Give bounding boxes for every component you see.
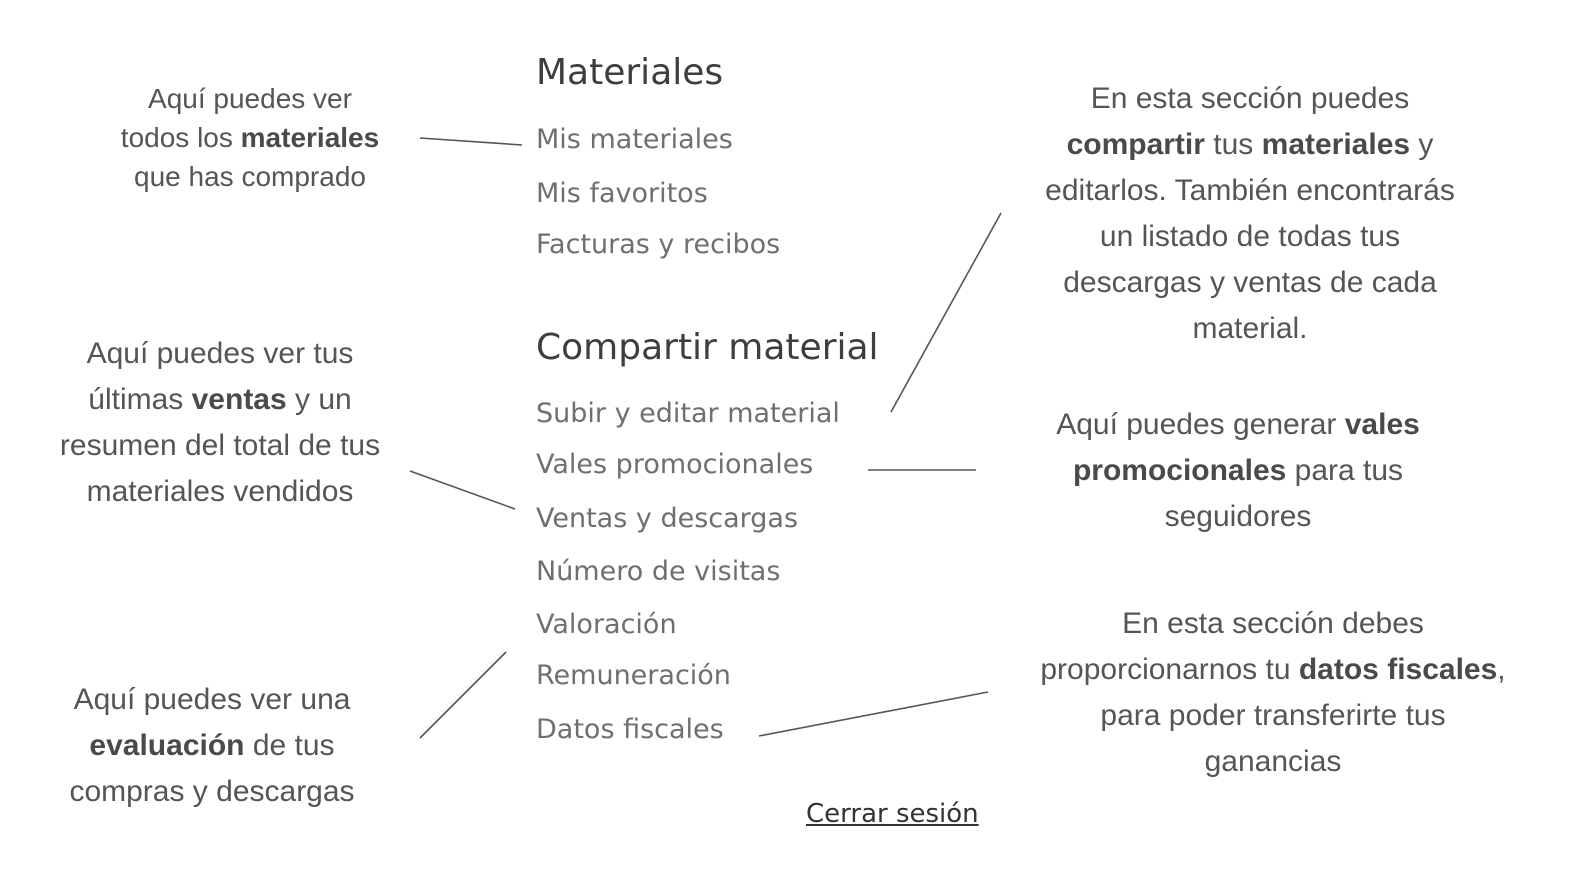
note-line: compras y descargas — [69, 775, 355, 808]
section-heading-compartir: Compartir material — [536, 327, 879, 368]
note-text: todos los — [120, 122, 241, 153]
note-materiales: Aquí puedes ver todos los materiales que… — [60, 79, 440, 196]
note-bold: promocionales — [1072, 454, 1287, 487]
note-text: y — [1410, 128, 1434, 161]
note-bold: materiales — [1261, 128, 1411, 161]
connector-subir-editar — [890, 212, 1002, 413]
note-line: materiales vendidos — [86, 475, 354, 508]
note-text: proporcionarnos tu — [1040, 653, 1299, 686]
note-bold: ventas — [191, 383, 287, 416]
note-line: proporcionarnos tu datos fiscales, — [1000, 647, 1546, 693]
menu-item-remuneracion[interactable]: Remuneración — [536, 660, 731, 691]
note-bold: evaluación — [89, 729, 245, 762]
note-text: de tus — [244, 729, 335, 762]
note-line: ganancias — [1204, 745, 1342, 778]
connector-mis-materiales — [419, 137, 523, 146]
note-text: y un — [286, 383, 352, 416]
note-text: últimas — [88, 383, 192, 416]
note-line: todos los materiales — [60, 118, 440, 157]
note-text: , — [1497, 653, 1506, 686]
note-text: tus — [1204, 128, 1262, 161]
menu-item-ventas-descargas[interactable]: Ventas y descargas — [536, 503, 799, 534]
note-compartir: En esta sección puedes compartir tus mat… — [1000, 76, 1500, 352]
note-line: Aquí puedes generar vales — [1010, 402, 1466, 448]
note-valoracion: Aquí puedes ver una evaluación de tus co… — [20, 677, 404, 815]
note-bold: materiales — [240, 122, 380, 153]
note-line: evaluación de tus — [20, 723, 404, 769]
note-bold: vales — [1344, 408, 1420, 441]
note-line: material. — [1192, 312, 1308, 345]
section-heading-materiales: Materiales — [536, 52, 724, 93]
note-line: descargas y ventas de cada — [1063, 266, 1437, 299]
menu-item-datos-fiscales[interactable]: Datos fiscales — [536, 714, 724, 745]
menu-item-subir-editar[interactable]: Subir y editar material — [536, 398, 840, 429]
note-line: para poder transferirte tus — [1100, 699, 1446, 732]
note-line: promocionales para tus — [1010, 448, 1466, 494]
connector-valoracion — [419, 651, 507, 739]
note-fiscales: En esta sección debes proporcionarnos tu… — [1000, 601, 1546, 785]
note-line: que has comprado — [134, 161, 366, 192]
connector-ventas — [409, 470, 516, 510]
menu-item-valoracion[interactable]: Valoración — [536, 609, 677, 640]
note-line: compartir tus materiales y — [1000, 122, 1500, 168]
note-line: seguidores — [1164, 500, 1312, 533]
note-text: para tus — [1286, 454, 1404, 487]
menu-item-mis-favoritos[interactable]: Mis favoritos — [536, 178, 708, 209]
note-line: Aquí puedes ver tus — [86, 337, 354, 370]
note-text: Aquí puedes generar — [1056, 408, 1345, 441]
menu-item-facturas-recibos[interactable]: Facturas y recibos — [536, 229, 781, 260]
logout-link[interactable]: Cerrar sesión — [806, 799, 979, 829]
note-line: últimas ventas y un — [20, 377, 420, 423]
note-vales: Aquí puedes generar vales promocionales … — [1010, 402, 1466, 540]
note-bold: datos fiscales — [1298, 653, 1498, 686]
note-line: resumen del total de tus — [59, 429, 381, 462]
note-line: En esta sección debes — [1122, 607, 1424, 640]
note-line: En esta sección puedes — [1090, 82, 1410, 115]
note-ventas: Aquí puedes ver tus últimas ventas y un … — [20, 331, 420, 515]
menu-item-numero-visitas[interactable]: Número de visitas — [536, 556, 781, 587]
note-bold: compartir — [1066, 128, 1205, 161]
connector-fiscales — [758, 691, 989, 737]
note-line: Aquí puedes ver una — [73, 683, 351, 716]
menu-item-vales-promocionales[interactable]: Vales promocionales — [536, 449, 814, 480]
note-line: un listado de todas tus — [1099, 220, 1401, 253]
note-line: editarlos. También encontrarás — [1045, 174, 1455, 207]
note-line: Aquí puedes ver — [148, 83, 352, 114]
menu-item-mis-materiales[interactable]: Mis materiales — [536, 124, 733, 155]
